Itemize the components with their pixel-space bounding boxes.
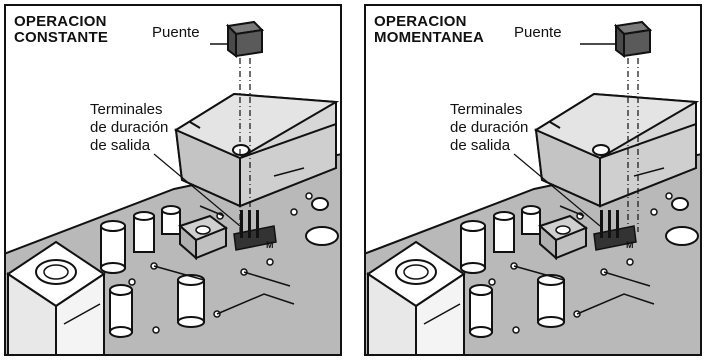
capacitor-2 bbox=[133, 211, 155, 253]
panel-title: OPERACION MOMENTANEA bbox=[374, 14, 484, 46]
svg-text:M: M bbox=[266, 240, 274, 250]
capacitor-1 bbox=[460, 220, 486, 274]
jumper-guide-lines bbox=[627, 58, 639, 232]
jumper-label: Puente bbox=[152, 24, 200, 41]
resistor bbox=[305, 197, 339, 246]
panel-title: OPERACION CONSTANTE bbox=[14, 14, 108, 46]
title-line-2: MOMENTANEA bbox=[374, 29, 485, 46]
capacitor-2 bbox=[493, 211, 515, 253]
terminal-label: Terminales de duración de salida bbox=[90, 101, 168, 155]
capacitor-4 bbox=[469, 284, 493, 338]
circuit-board-illustration: M bbox=[364, 20, 702, 356]
svg-text:M: M bbox=[626, 240, 634, 250]
title-line-2: CONSTANTE bbox=[14, 29, 109, 46]
capacitor-1 bbox=[100, 220, 126, 274]
jumper-icon bbox=[210, 20, 265, 58]
panel-constant-operation: M bbox=[4, 4, 342, 356]
terminal-label-line-1: Terminales bbox=[90, 101, 163, 118]
output-terminals: M bbox=[593, 210, 637, 251]
capacitor-5 bbox=[537, 274, 565, 328]
terminal-label-line-3: de salida bbox=[450, 137, 511, 154]
title-line-1: OPERACION bbox=[374, 13, 467, 30]
square-component bbox=[538, 214, 589, 261]
capacitor-3 bbox=[521, 205, 541, 235]
terminal-pointer-line bbox=[153, 153, 241, 227]
terminal-label: Terminales de duración de salida bbox=[450, 101, 528, 155]
output-terminals: M bbox=[233, 210, 277, 251]
relay-block bbox=[173, 92, 340, 208]
terminal-label-line-2: de duración bbox=[90, 119, 169, 136]
jumper-icon bbox=[580, 20, 653, 58]
jumper-guide-lines bbox=[239, 58, 251, 232]
capacitor-3 bbox=[161, 205, 181, 235]
resistor bbox=[665, 197, 699, 246]
terminal-label-line-1: Terminales bbox=[450, 101, 523, 118]
terminal-pointer-line bbox=[513, 153, 601, 227]
capacitor-5 bbox=[177, 274, 205, 328]
transformer-block bbox=[6, 240, 106, 356]
terminal-label-line-3: de salida bbox=[90, 137, 151, 154]
board-traces bbox=[423, 167, 665, 325]
circuit-board-illustration: M bbox=[4, 20, 342, 356]
square-component bbox=[178, 214, 229, 261]
board-holes bbox=[128, 192, 313, 334]
board-traces bbox=[63, 167, 305, 325]
transformer-block bbox=[366, 240, 466, 356]
jumper-label: Puente bbox=[514, 24, 562, 41]
capacitor-4 bbox=[109, 284, 133, 338]
relay-block bbox=[533, 92, 700, 208]
title-line-1: OPERACION bbox=[14, 13, 107, 30]
panel-momentary-operation: M bbox=[364, 4, 702, 356]
terminal-label-line-2: de duración bbox=[450, 119, 529, 136]
